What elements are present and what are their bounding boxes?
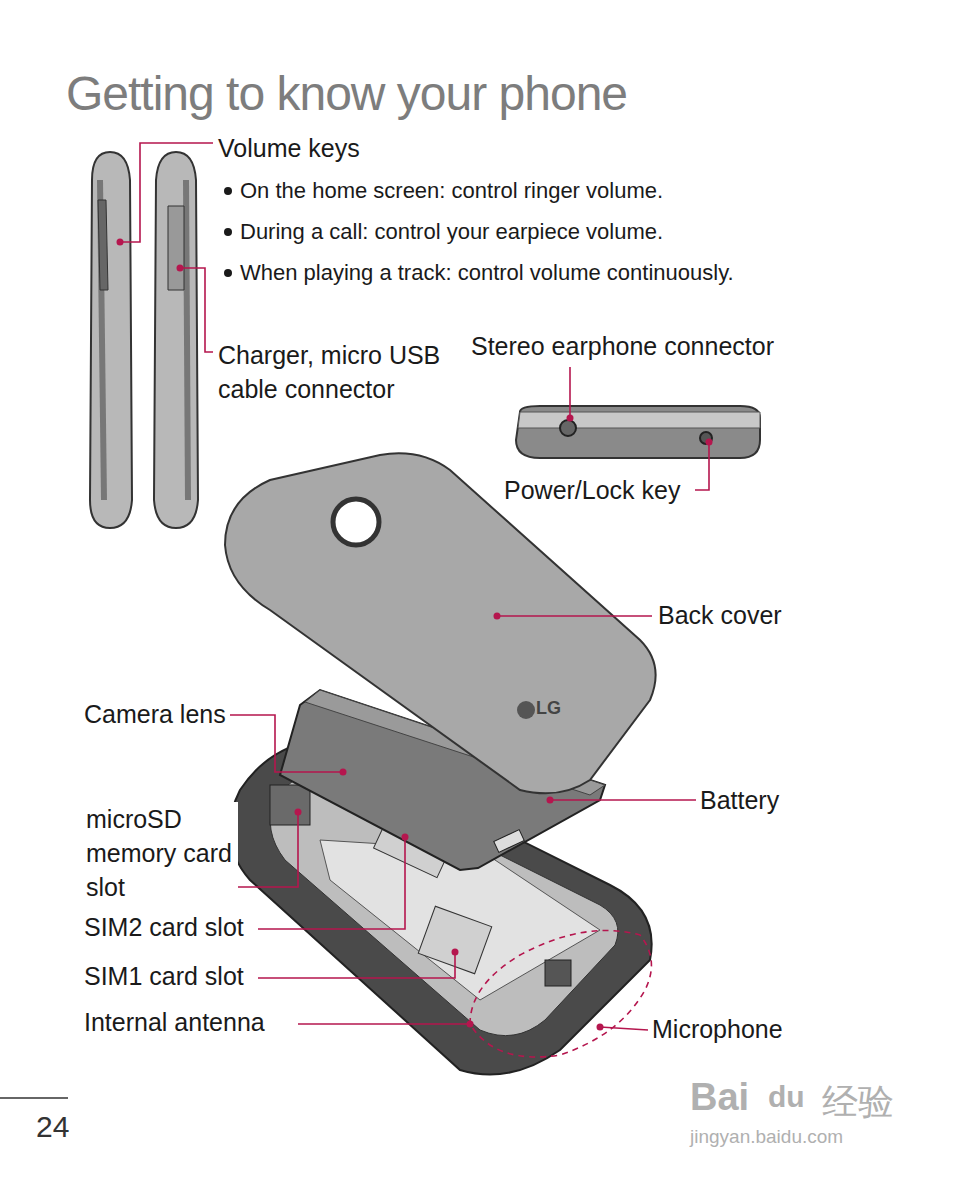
bullet-dot — [224, 187, 232, 195]
part-label: SIM1 card slot — [84, 962, 244, 991]
bullet-dot — [224, 228, 232, 236]
watermark: du — [768, 1080, 805, 1114]
bullet-text: When playing a track: control volume con… — [240, 260, 734, 286]
logo-text: LG — [536, 698, 561, 719]
part-label: Charger, micro USB cable connector — [218, 338, 468, 406]
bullet-text: On the home screen: control ringer volum… — [240, 178, 663, 204]
page-title: Getting to know your phone — [66, 66, 627, 121]
part-label: Camera lens — [84, 700, 226, 729]
bullet-dot — [224, 269, 232, 277]
part-label: Battery — [700, 786, 779, 815]
part-label: microSD memory card slot — [84, 802, 238, 904]
side-views — [90, 152, 198, 528]
part-label: Microphone — [652, 1015, 783, 1044]
part-label: SIM2 card slot — [84, 913, 244, 942]
page-rule — [0, 1097, 68, 1099]
part-label: Back cover — [658, 601, 782, 630]
part-label: Internal antenna — [84, 1008, 265, 1037]
part-label: Power/Lock key — [504, 476, 680, 505]
bullet-text: During a call: control your earpiece vol… — [240, 219, 663, 245]
part-label: Volume keys — [218, 134, 360, 163]
watermark: jingyan.baidu.com — [690, 1126, 843, 1148]
top-view — [516, 406, 760, 458]
watermark: 经验 — [822, 1078, 894, 1127]
part-label: Stereo earphone connector — [471, 332, 774, 361]
back-cover — [225, 453, 656, 793]
watermark: Bai — [690, 1076, 749, 1119]
page-number: 24 — [36, 1110, 69, 1144]
